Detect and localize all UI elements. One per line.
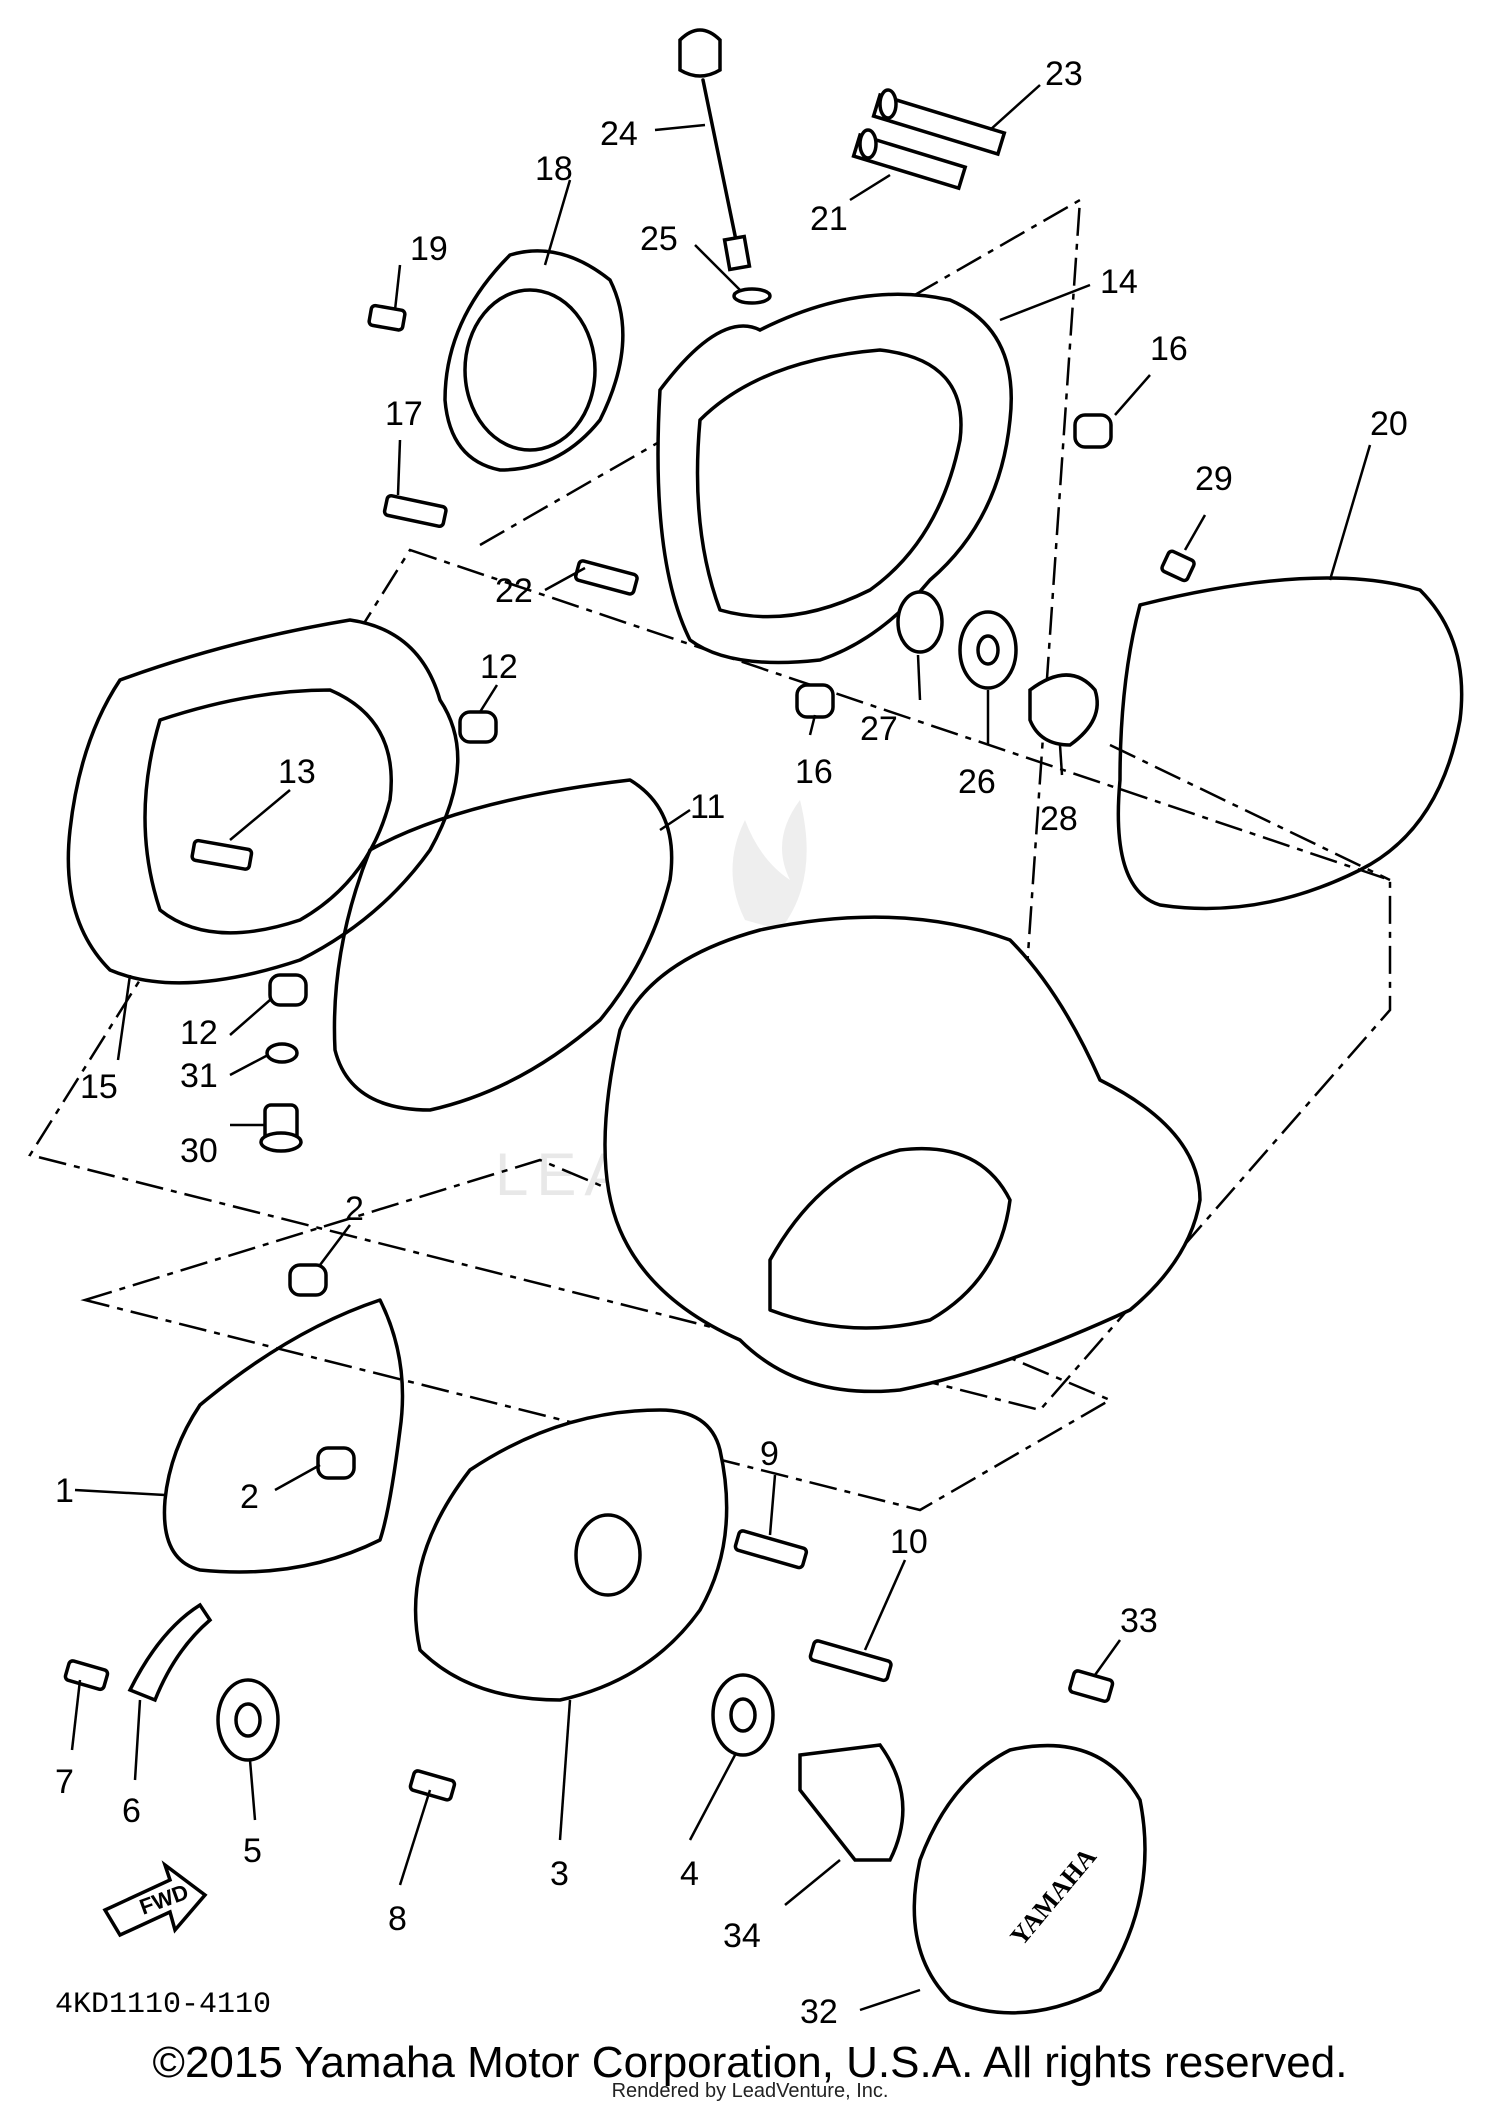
callout-31: 31 — [180, 1057, 218, 1095]
section-outline-right — [1109, 743, 1391, 882]
long-bolts — [851, 88, 1007, 191]
callout-28: 28 — [1040, 800, 1078, 838]
callout-11: 11 — [690, 788, 725, 826]
left-case-cover-inner — [143, 688, 393, 935]
section-outline-left-cover — [28, 548, 1392, 1412]
small-bolts — [367, 303, 1196, 596]
callout-12: 12 — [480, 648, 518, 686]
cover-left-boss — [574, 1513, 642, 1597]
drain-plug — [259, 1042, 303, 1153]
callout-12b: 12 — [180, 1014, 218, 1052]
callout-21: 21 — [810, 200, 848, 238]
left-dowel-collars — [268, 710, 498, 1007]
bolt-13 — [190, 838, 254, 871]
lower-gasket-part — [162, 1298, 405, 1574]
callout-19: 19 — [410, 230, 448, 268]
callout-2: 2 — [345, 1190, 364, 1228]
plate-cover-part — [443, 249, 625, 472]
left-gasket-part — [332, 778, 674, 1112]
callout-26: 26 — [958, 763, 996, 801]
copyright-notice: ©2015 Yamaha Motor Corporation, U.S.A. A… — [152, 2038, 1348, 2087]
callout-22: 22 — [495, 572, 533, 610]
callout-23: 23 — [1045, 55, 1083, 93]
leader-lines — [70, 84, 1372, 2012]
callout-17: 17 — [385, 395, 423, 433]
engine-crankcase-part — [603, 915, 1202, 1394]
dipstick-part — [678, 28, 772, 305]
cover-bolts — [63, 1529, 893, 1802]
callout-10: 10 — [890, 1523, 928, 1561]
callout-34: 34 — [723, 1917, 761, 1955]
bottom-dowel-collars — [288, 1263, 356, 1480]
callout-24: 24 — [600, 115, 638, 153]
callout-29: 29 — [1195, 460, 1233, 498]
bearings-right — [896, 590, 1099, 747]
engine-crankcase-opening — [768, 1146, 1012, 1330]
callouts: 1 2 2 3 4 5 6 7 8 9 10 11 12 12 13 14 15… — [55, 55, 1408, 2031]
callout-25: 25 — [640, 220, 678, 258]
callout-7: 7 — [55, 1763, 74, 1801]
rendered-by-notice: Rendered by LeadVenture, Inc. — [611, 2080, 889, 2102]
crankcase-cover-right-inner — [695, 348, 963, 619]
seal-part-4 — [711, 1673, 775, 1757]
callout-4: 4 — [680, 1855, 699, 1893]
dowel-collars — [795, 413, 1113, 719]
callout-3: 3 — [550, 1855, 569, 1893]
callout-18: 18 — [535, 150, 573, 188]
crankcase-cover-right-part — [656, 292, 1013, 665]
seal-part-5-inner — [234, 1702, 262, 1738]
callout-8: 8 — [388, 1900, 407, 1938]
bracket-part-6 — [127, 1602, 213, 1703]
callout-2b: 2 — [240, 1478, 259, 1516]
callout-33: 33 — [1120, 1602, 1158, 1640]
callout-1: 1 — [55, 1472, 74, 1510]
fwd-arrow-icon: FWD — [102, 1860, 208, 1938]
callout-6: 6 — [122, 1792, 141, 1830]
generator-cover-part: YAMAHA — [912, 1743, 1147, 2015]
seal-part-4-inner — [729, 1697, 757, 1733]
callout-13: 13 — [278, 753, 316, 791]
crankcase-cover-left-part — [413, 1408, 729, 1702]
callout-5: 5 — [243, 1832, 262, 1870]
callout-32: 32 — [800, 1993, 838, 2031]
callout-20: 20 — [1370, 405, 1408, 443]
callout-9: 9 — [760, 1435, 779, 1473]
part-code: 4KD1110-4110 — [55, 1988, 271, 2022]
callout-14: 14 — [1100, 263, 1138, 301]
callout-15: 15 — [80, 1068, 118, 1106]
callout-27: 27 — [860, 710, 898, 748]
callout-16: 16 — [1150, 330, 1188, 368]
callout-16b: 16 — [795, 753, 833, 791]
seal-part-5 — [216, 1678, 280, 1762]
sleeve-part-34 — [798, 1743, 905, 1862]
right-gasket-part — [1116, 576, 1464, 911]
callout-30: 30 — [180, 1132, 218, 1170]
bolt-33 — [1068, 1669, 1115, 1703]
